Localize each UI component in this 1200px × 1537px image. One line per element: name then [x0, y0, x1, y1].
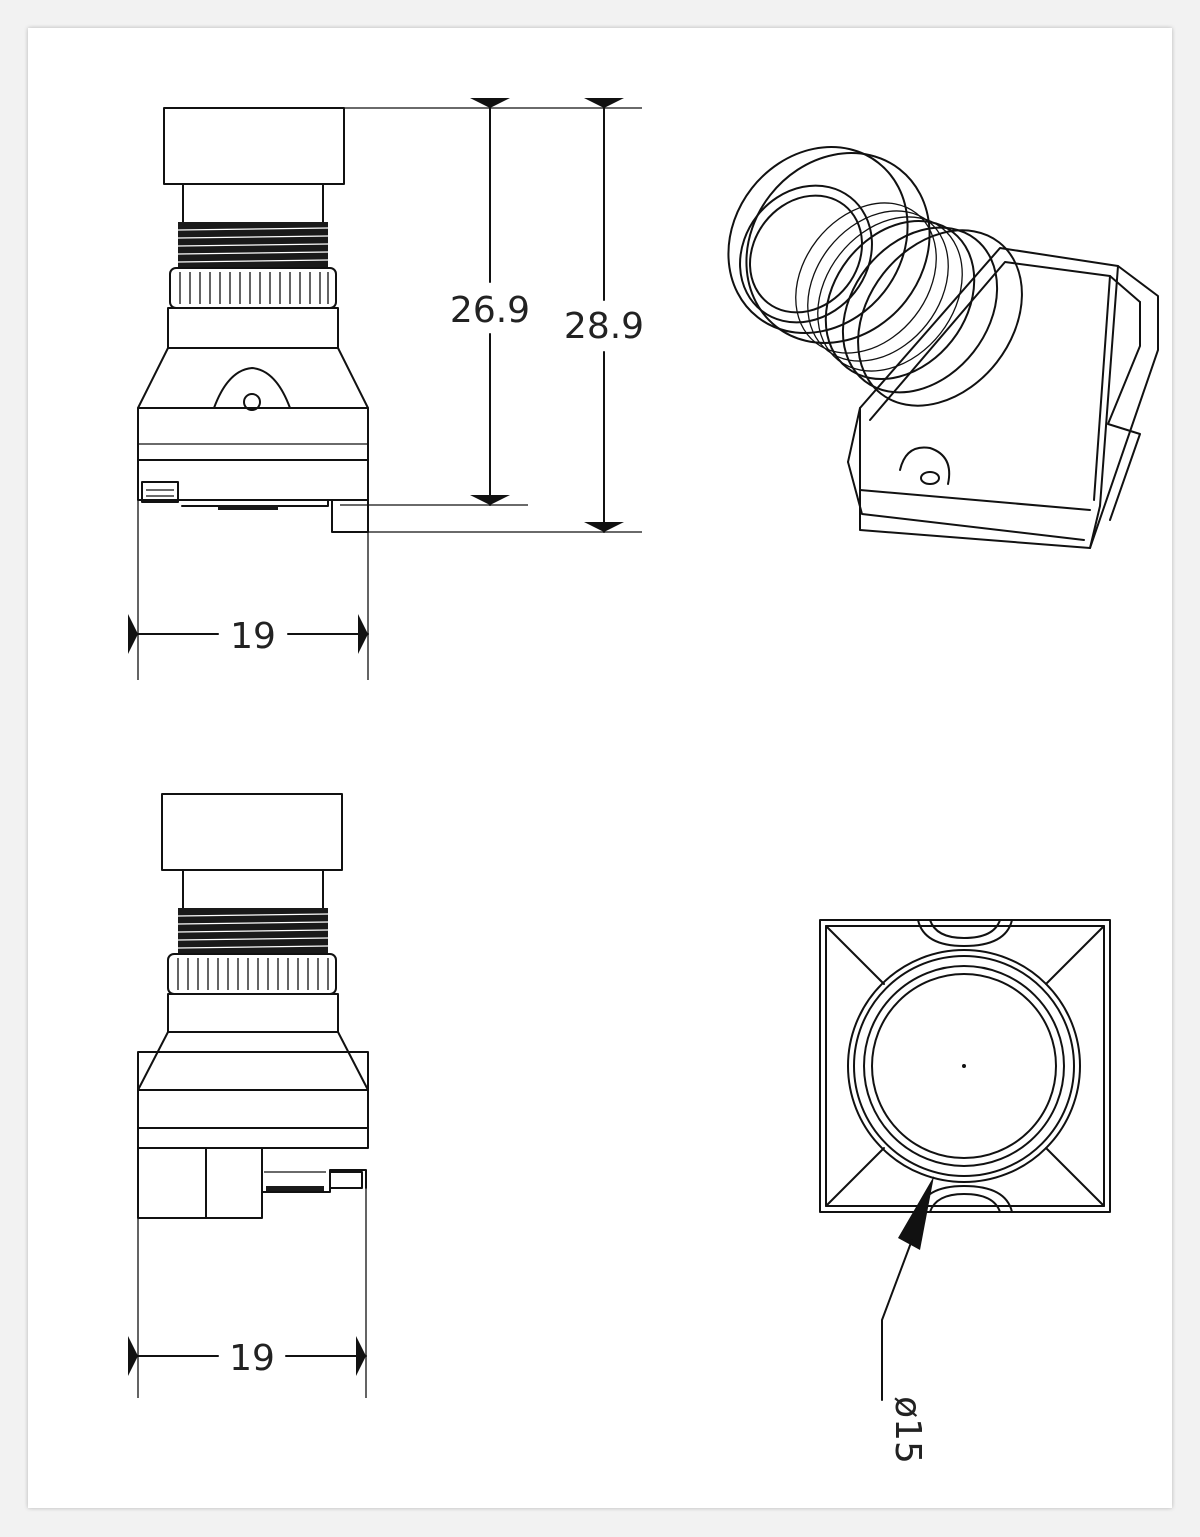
outer-height-label: 28.9	[564, 306, 644, 347]
front-view: 19 26.9 28.9	[128, 98, 644, 680]
side-thread-section	[177, 908, 329, 954]
thread-section	[177, 222, 329, 268]
lens-front-view: ø15	[819, 919, 1111, 1464]
inner-height-label: 26.9	[450, 290, 530, 331]
knurled-ring	[169, 267, 337, 309]
drawing-sheet	[28, 28, 1172, 1508]
lens-diameter-label: ø15	[887, 1396, 928, 1464]
side-width-label: 19	[229, 1338, 275, 1379]
isometric-view	[727, 146, 1159, 549]
front-width-label: 19	[230, 616, 276, 657]
side-view: 19	[128, 793, 369, 1398]
